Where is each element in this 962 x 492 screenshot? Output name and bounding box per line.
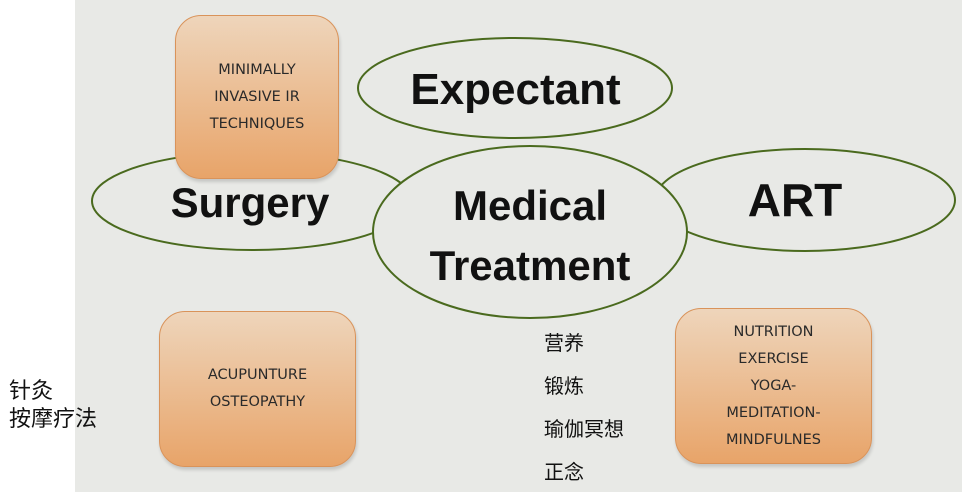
lifestyle-box: NUTRITION EXERCISE YOGA- MEDITATION- MIN…: [675, 308, 872, 464]
annotation-nutrition: 营养: [544, 331, 584, 355]
treatment-label: Treatment: [429, 242, 631, 289]
box-line: INVASIVE IR: [214, 88, 300, 105]
box-line: ACUPUNTURE: [207, 367, 308, 383]
box-line: NUTRITION: [733, 323, 814, 340]
annotation-massage: 按摩疗法: [9, 407, 98, 432]
box-line: MEDITATION-: [726, 404, 821, 421]
box-line: TECHNIQUES: [209, 115, 305, 132]
box-line: EXERCISE: [738, 350, 809, 367]
annotation-exercise: 锻炼: [544, 374, 584, 398]
annotation-mindfulness: 正念: [544, 460, 584, 484]
minimally-invasive-box: MINIMALLY INVASIVE IR TECHNIQUES: [175, 15, 339, 179]
medical-treatment-ellipse: [372, 145, 688, 319]
annotation-yoga-meditation: 瑜伽冥想: [544, 417, 624, 441]
surgery-label: Surgery: [170, 179, 330, 226]
box-line: MINIMALLY: [218, 61, 296, 78]
art-label: ART: [747, 174, 843, 226]
expectant-ellipse: [357, 37, 673, 139]
annotation-acupuncture: 针灸: [9, 379, 54, 404]
box-line: MINDFULNES: [725, 431, 822, 448]
box-line: OSTEOPATHY: [209, 394, 306, 410]
box-line: YOGA-: [750, 377, 797, 394]
expectant-label: Expectant: [410, 65, 621, 114]
medical-label: Medical: [452, 182, 608, 229]
acupuncture-box: ACUPUNTURE OSTEOPATHY: [159, 311, 356, 467]
